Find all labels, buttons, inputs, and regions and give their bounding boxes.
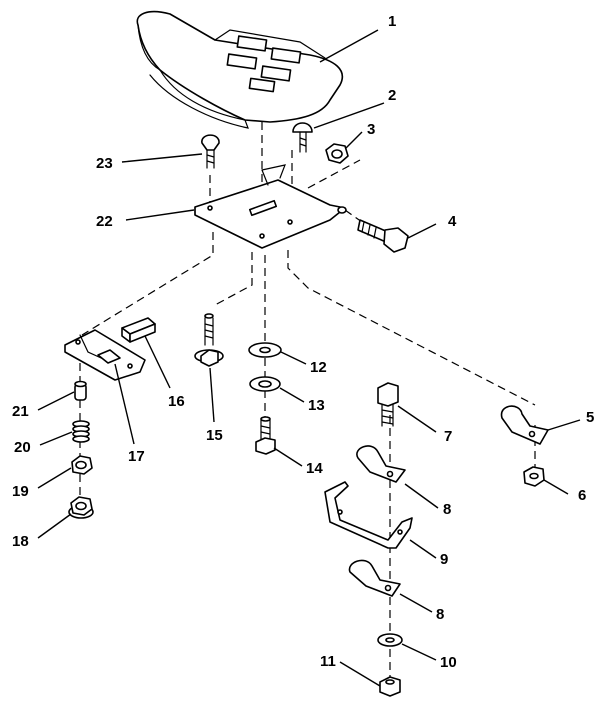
- seat-bolt: [201, 134, 220, 169]
- nut-6: [523, 466, 545, 487]
- callout-7: 7: [444, 428, 452, 445]
- callout-9: 9: [440, 551, 448, 568]
- callout-4: 4: [448, 213, 457, 230]
- carriage-bolt: [292, 122, 313, 153]
- latch-plate: [64, 329, 146, 381]
- spring: [72, 420, 90, 443]
- flange-nut-large: [68, 496, 94, 519]
- washer-12: [248, 342, 282, 358]
- nut: [325, 143, 349, 164]
- nut-11: [379, 676, 401, 697]
- callout-labels: 1 2 3 4 5 6 7 8 9 8 10 11 12 13 14 15 16…: [12, 13, 594, 671]
- seat: [136, 10, 344, 129]
- callout-11: 11: [320, 653, 336, 670]
- flange-nut-small: [71, 455, 93, 475]
- callout-12: 12: [310, 359, 327, 376]
- callout-20: 20: [14, 439, 31, 456]
- callout-15: 15: [206, 427, 223, 444]
- callout-21: 21: [12, 403, 29, 420]
- callout-5: 5: [586, 409, 594, 426]
- bracket: [324, 481, 413, 549]
- callout-8-lower: 8: [436, 606, 444, 623]
- callout-16: 16: [168, 393, 185, 410]
- callout-18: 18: [12, 533, 29, 550]
- spring-clip: [500, 405, 549, 445]
- callout-10: 10: [440, 654, 457, 671]
- rubber-block: [121, 317, 156, 343]
- callout-1: 1: [388, 13, 396, 30]
- callout-17: 17: [128, 448, 145, 465]
- callout-6: 6: [578, 487, 586, 504]
- hex-bolt-14: [255, 416, 276, 455]
- washer-13: [249, 376, 281, 392]
- callout-13: 13: [308, 397, 325, 414]
- callout-22: 22: [96, 213, 113, 230]
- callout-14: 14: [306, 460, 323, 477]
- clip-lower: [348, 559, 401, 597]
- pin: [74, 380, 87, 401]
- washer-10: [377, 633, 403, 647]
- callout-3: 3: [367, 121, 375, 138]
- clip-upper: [356, 445, 406, 483]
- leader-lines: [37, 29, 581, 687]
- hex-bolt-7: [377, 382, 399, 427]
- callout-8-upper: 8: [443, 501, 451, 518]
- seat-plate: [194, 164, 347, 249]
- callout-2: 2: [388, 87, 396, 104]
- hex-bolt: [357, 219, 409, 253]
- shoulder-bolt: [194, 313, 224, 367]
- callout-23: 23: [96, 155, 113, 172]
- callout-19: 19: [12, 483, 29, 500]
